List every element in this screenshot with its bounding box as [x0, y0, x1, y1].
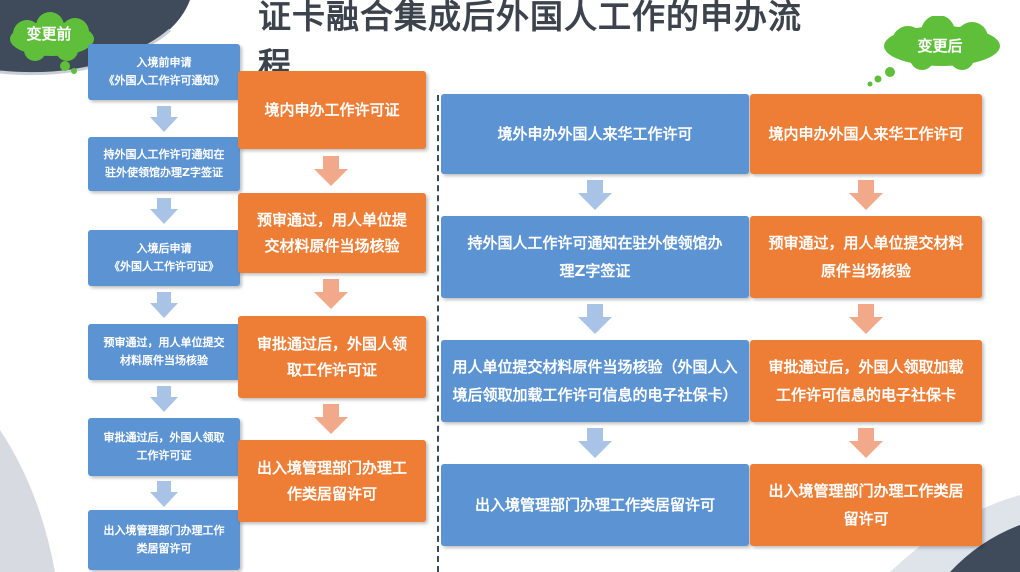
down-arrow-icon: [849, 304, 883, 334]
section-divider: [437, 95, 439, 572]
down-arrow-icon: [849, 180, 883, 210]
down-arrow-icon: [314, 404, 348, 434]
down-arrow-icon: [849, 428, 883, 458]
before-blue-step-5: 审批通过后，外国人领取工作许可证: [88, 418, 240, 476]
after-orange-step-1: 境内申办外国人来华工作许可: [750, 94, 982, 174]
after-tag: 变更后: [917, 36, 963, 55]
down-arrow-icon: [314, 279, 348, 309]
down-arrow-icon: [150, 198, 178, 224]
before-blue-step-6: 出入境管理部门办理工作类居留许可: [88, 510, 240, 570]
down-arrow-icon: [150, 386, 178, 412]
down-arrow-icon: [578, 428, 612, 458]
before-blue-step-2: 持外国人工作许可通知在驻外使领馆办理Z字签证: [88, 137, 240, 191]
down-arrow-icon: [578, 180, 612, 210]
before-orange-step-2: 预审通过，用人单位提交材料原件当场核验: [238, 193, 426, 273]
down-arrow-icon: [314, 156, 348, 186]
after-blue-step-3: 用人单位提交材料原件当场核验（外国人入境后领取加载工作许可信息的电子社保卡）: [441, 340, 749, 422]
after-blue-step-4: 出入境管理部门办理工作类居留许可: [441, 464, 749, 546]
before-orange-step-3: 审批通过后，外国人领取工作许可证: [238, 316, 426, 398]
before-blue-step-3: 入境后申请《外国人工作许可证》: [88, 230, 240, 286]
down-arrow-icon: [150, 292, 178, 318]
after-orange-step-3: 审批通过后，外国人领取加载工作许可信息的电子社保卡: [750, 340, 982, 422]
after-orange-step-2: 预审通过，用人单位提交材料原件当场核验: [750, 216, 982, 298]
before-blue-step-4: 预审通过，用人单位提交材料原件当场核验: [88, 324, 240, 380]
after-orange-step-4: 出入境管理部门办理工作类居留许可: [750, 464, 982, 546]
before-blue-step-1: 入境前申请《外国人工作许可通知》: [88, 44, 240, 100]
down-arrow-icon: [578, 304, 612, 334]
down-arrow-icon: [150, 106, 178, 132]
before-orange-step-1: 境内申办工作许可证: [238, 71, 426, 149]
down-arrow-icon: [150, 481, 178, 507]
page-title: 证卡融合集成后外国人工作的申办流程: [258, 0, 802, 84]
before-orange-step-4: 出入境管理部门办理工作类居留许可: [238, 440, 426, 522]
after-blue-step-2: 持外国人工作许可通知在驻外使领馆办理Z字签证: [441, 216, 749, 298]
after-blue-step-1: 境外申办外国人来华工作许可: [441, 94, 749, 174]
before-tag: 变更前: [26, 24, 72, 43]
corner-decoration-bottom-left: [0, 430, 55, 572]
